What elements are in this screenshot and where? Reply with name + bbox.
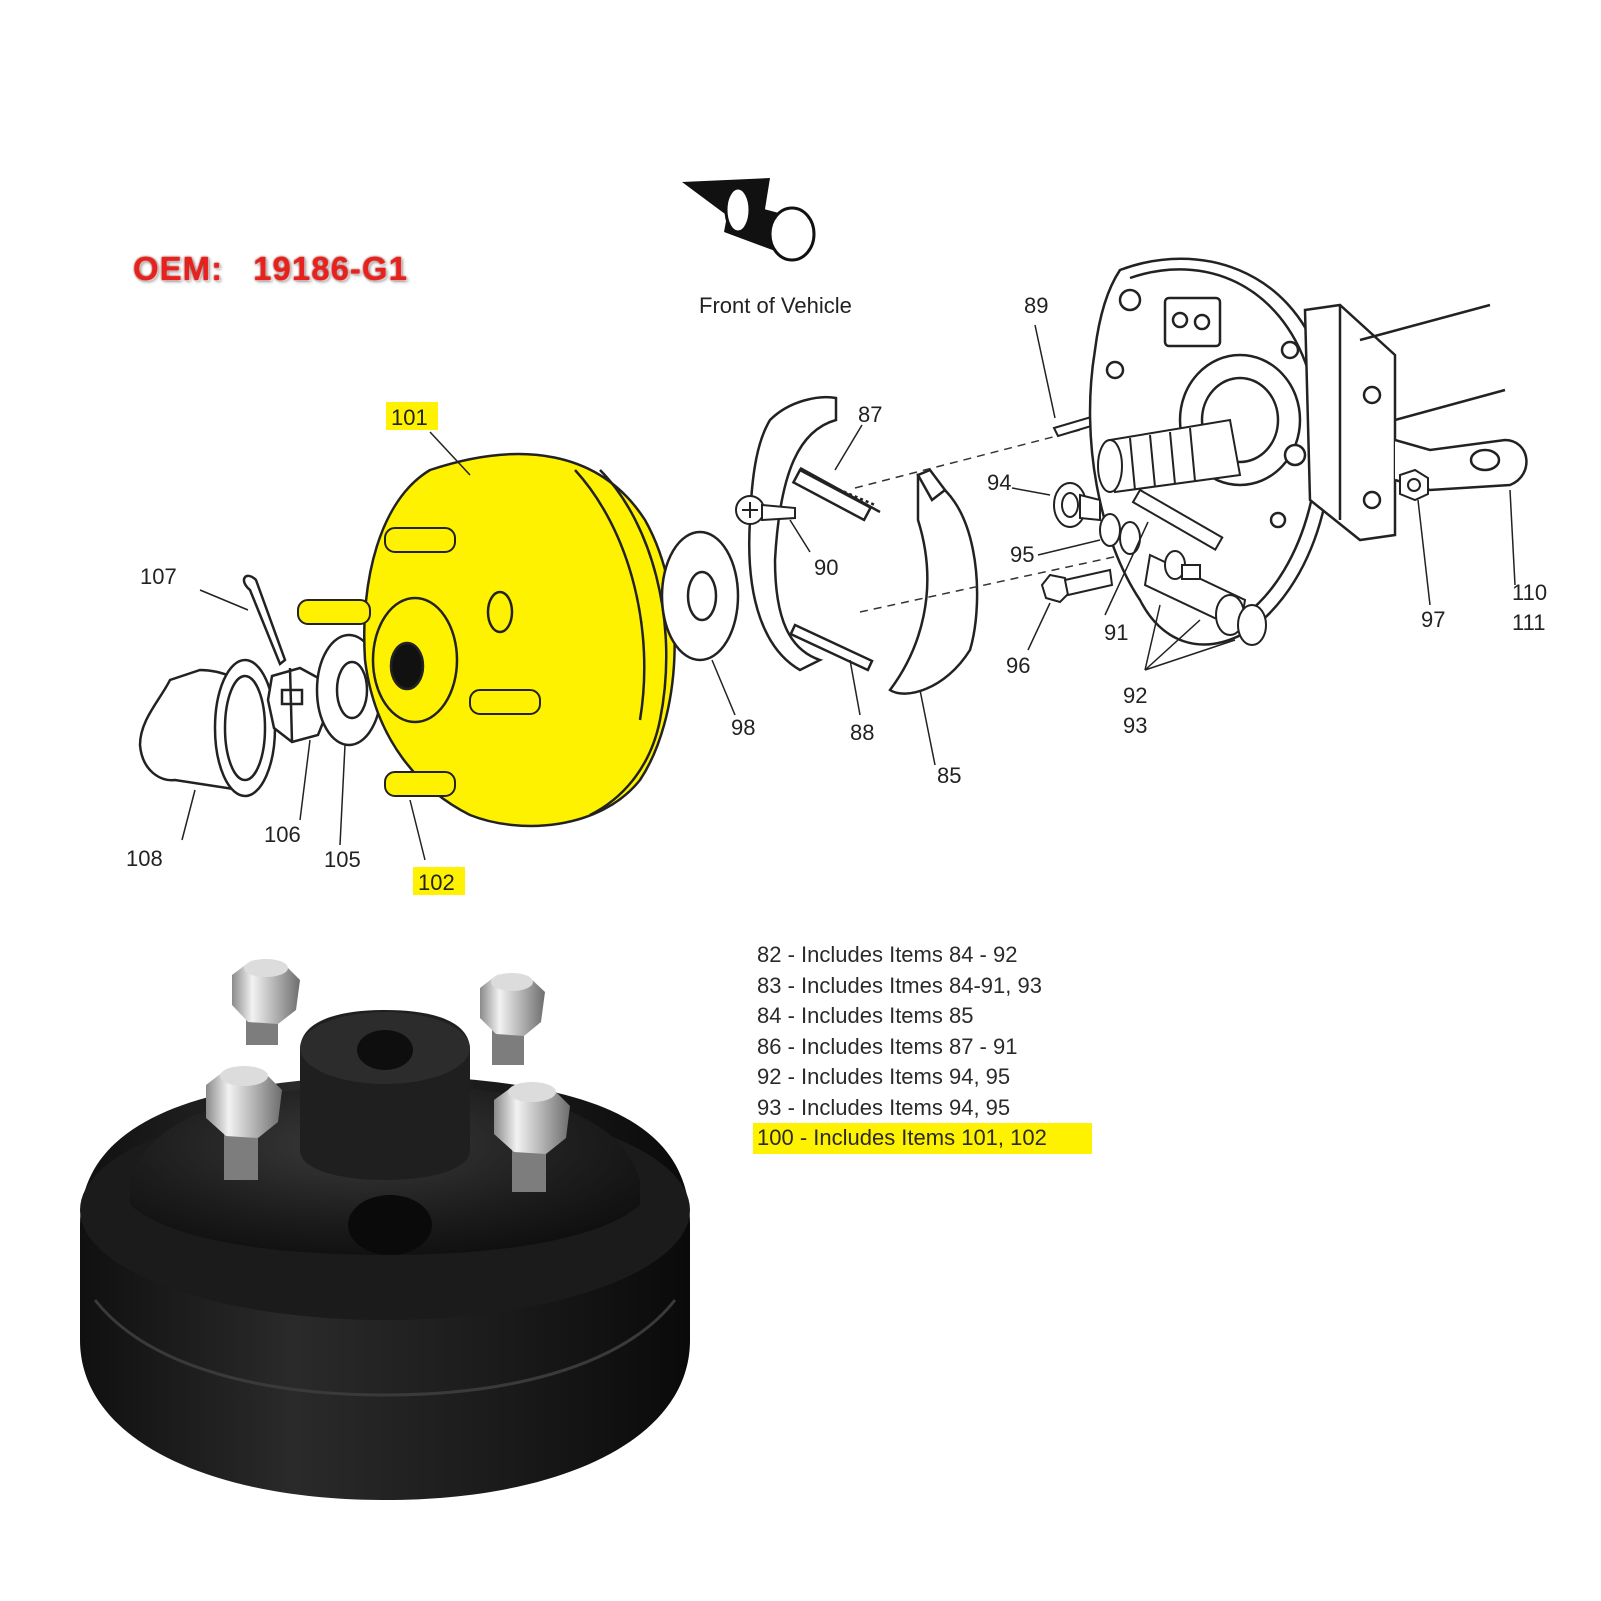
callout-106: 106 (264, 822, 301, 847)
callout-97: 97 (1421, 607, 1445, 632)
star-wheel-94 (1053, 482, 1101, 528)
callout-88: 88 (850, 720, 874, 745)
includes-legend: 82 - Includes Items 84 - 92 83 - Include… (753, 940, 1093, 1154)
hub-cap-108 (138, 658, 277, 798)
brake-drum-101 (363, 452, 676, 828)
legend-item-highlighted: 100 - Includes Items 101, 102 (753, 1123, 1092, 1154)
washer-98 (660, 530, 740, 662)
wheel-studs-102 (297, 527, 541, 797)
legend-item: 92 - Includes Items 94, 95 (757, 1064, 1011, 1089)
callout-101: 101 (391, 405, 428, 430)
callout-95: 95 (1010, 542, 1034, 567)
callout-101-highlight (386, 402, 438, 430)
leader-lines (181, 324, 1516, 861)
callout-93: 93 (1123, 713, 1147, 738)
callout-107: 107 (140, 564, 177, 589)
callout-92: 92 (1123, 683, 1147, 708)
legend-item: 86 - Includes Items 87 - 91 (757, 1033, 1018, 1059)
legend-item: 84 - Includes Items 85 (757, 1003, 974, 1028)
adjuster-screw-90 (735, 495, 796, 525)
oem-number: 19186-G1 (253, 250, 408, 287)
oem-label: OEM: (133, 250, 224, 287)
legend-item: 82 - Includes Items 84 - 92 (757, 942, 1018, 967)
callout-110: 110 (1512, 580, 1547, 605)
callout-111: 111 (1512, 610, 1545, 635)
axle-housing (1303, 303, 1528, 542)
callout-89: 89 (1024, 293, 1048, 318)
front-of-vehicle-label: Front of Vehicle (699, 293, 852, 318)
callout-108: 108 (126, 846, 163, 871)
castle-nut-106 (266, 666, 330, 744)
callout-87: 87 (858, 402, 882, 427)
nut-97 (1399, 468, 1429, 502)
lower-spring-88 (789, 623, 874, 672)
callout-96: 96 (1006, 653, 1030, 678)
callout-85: 85 (937, 763, 961, 788)
legend-item: 83 - Includes Itmes 84-91, 93 (757, 972, 1042, 998)
callout-102-highlight (413, 867, 465, 895)
legend-item: 93 - Includes Items 94, 95 (757, 1094, 1011, 1120)
cotter-pin-107 (242, 574, 287, 667)
bolt-96 (1040, 568, 1114, 604)
front-direction-arrow-icon (682, 178, 816, 262)
upper-spring-87 (791, 466, 881, 522)
callout-98: 98 (731, 715, 755, 740)
spring-91 (1131, 488, 1224, 551)
brake-drum-photo (80, 959, 690, 1500)
callout-105: 105 (324, 847, 361, 872)
wheel-cylinder (1143, 550, 1267, 646)
callout-90: 90 (814, 555, 838, 580)
brake-shoe-85 (888, 468, 979, 695)
axle-shaft (1097, 418, 1242, 494)
callout-102: 102 (418, 870, 455, 895)
callout-94: 94 (987, 470, 1011, 495)
callout-91: 91 (1104, 620, 1128, 645)
oem-part-number: OEM: 19186-G1 (133, 250, 408, 288)
